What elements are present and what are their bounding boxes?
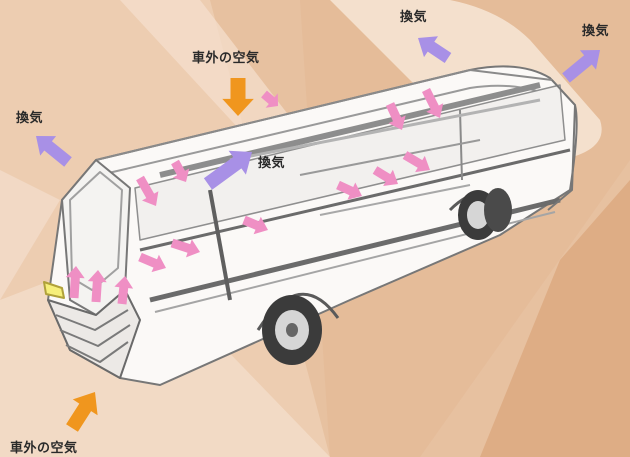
internal-airflow-arrow [372, 166, 398, 186]
label-ventilation: 換気 [400, 10, 428, 25]
internal-airflow-arrow [242, 215, 268, 235]
outside-air-intake-arrow [222, 78, 254, 116]
ventilation-exhaust-arrow [203, 150, 252, 190]
ventilation-exhaust-arrow [562, 50, 600, 83]
outside-air-intake-arrow [66, 392, 98, 432]
label-outside-air: 車外の空気 [192, 51, 260, 66]
internal-airflow-arrow [422, 88, 444, 118]
airflow-arrows [36, 36, 600, 432]
label-outside-air: 車外の空気 [10, 441, 78, 456]
internal-airflow-arrow [138, 252, 166, 273]
label-ventilation: 換気 [258, 156, 286, 171]
internal-airflow-arrow [170, 238, 200, 258]
internal-airflow-arrow [87, 270, 107, 303]
internal-airflow-arrow [171, 159, 190, 182]
ventilation-exhaust-arrow [36, 136, 72, 167]
internal-airflow-arrow [402, 151, 430, 173]
label-ventilation: 換気 [582, 24, 610, 39]
ventilation-exhaust-arrow [418, 36, 452, 63]
label-ventilation: 換気 [16, 111, 44, 126]
internal-airflow-arrow [261, 90, 278, 108]
internal-airflow-arrow [65, 266, 85, 299]
internal-airflow-arrow [114, 276, 134, 305]
internal-airflow-arrow [336, 180, 362, 200]
internal-airflow-arrow [385, 102, 406, 130]
bus-wheels [262, 188, 512, 365]
internal-airflow-arrow [136, 175, 159, 206]
bus-illustration [43, 65, 578, 386]
